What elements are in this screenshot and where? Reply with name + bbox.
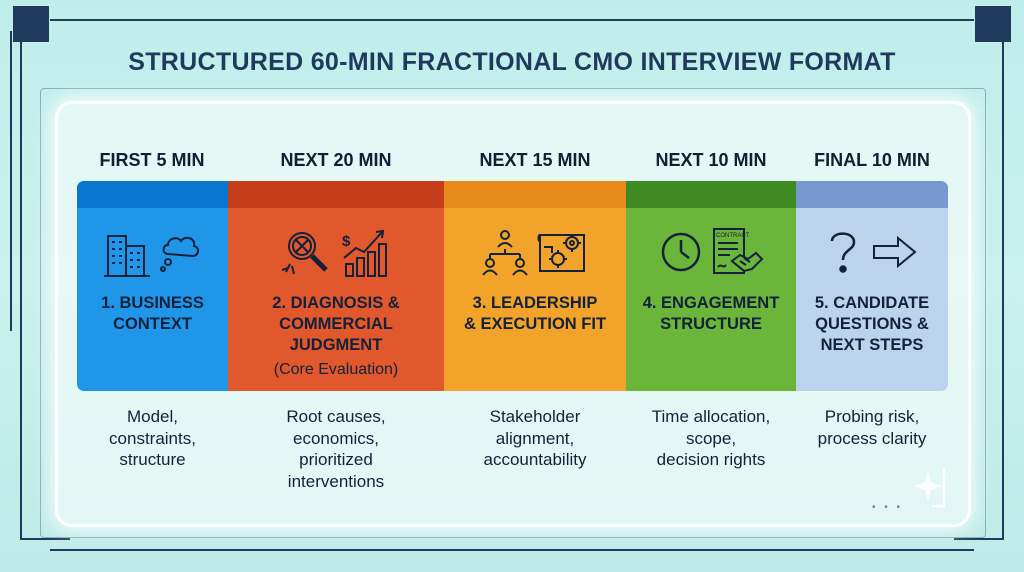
blueprint-gear-icon bbox=[537, 234, 585, 272]
step-title-3: 3. LEADERSHIP & EXECUTION FIT bbox=[463, 294, 607, 333]
card-strip bbox=[228, 181, 444, 208]
card-strip bbox=[444, 181, 626, 208]
sparkle-icon bbox=[914, 468, 946, 508]
contract-text: CONTRACT bbox=[716, 233, 750, 239]
frame-bottom-line-3 bbox=[954, 538, 1004, 540]
step-card-diagnosis: $ 2. DIAGNOSIS & COMMERCIAL JUDGMENT (Co… bbox=[228, 181, 444, 391]
card-icons bbox=[444, 223, 626, 281]
team-hierarchy-icon bbox=[482, 230, 528, 276]
thought-cloud-icon bbox=[159, 236, 199, 272]
frame-top-line-inner bbox=[10, 31, 12, 331]
frame-right-line bbox=[1002, 40, 1004, 538]
step-desc-4: Time allocation, scope, decision rights bbox=[651, 407, 771, 469]
svg-text:$: $ bbox=[342, 233, 351, 250]
dot-decoration: • • • bbox=[872, 502, 904, 513]
step-title-5: 5. CANDIDATE QUESTIONS & NEXT STEPS bbox=[814, 294, 930, 354]
time-header-4: NEXT 10 MIN bbox=[655, 150, 767, 170]
magnifier-icon bbox=[282, 232, 328, 275]
time-header-1: FIRST 5 MIN bbox=[99, 150, 205, 170]
page-title: STRUCTURED 60-MIN FRACTIONAL CMO INTERVI… bbox=[128, 48, 896, 76]
step-title-2: 2. DIAGNOSIS & COMMERCIAL JUDGMENT (Core… bbox=[228, 293, 444, 380]
time-header-2: NEXT 20 MIN bbox=[280, 150, 392, 170]
step-title-1: 1. BUSINESS CONTEXT bbox=[101, 294, 204, 333]
step-desc-5: Probing risk, process clarity bbox=[817, 407, 927, 448]
clock-icon bbox=[661, 232, 701, 272]
frame-inner-border bbox=[40, 88, 986, 538]
card-icons bbox=[77, 223, 228, 281]
frame-bottom-line bbox=[50, 549, 974, 551]
corner-top-right bbox=[975, 6, 1011, 42]
growth-chart-icon: $ bbox=[342, 229, 387, 277]
step-card-leadership: 3. LEADERSHIP & EXECUTION FIT bbox=[444, 181, 626, 391]
building-icon bbox=[103, 235, 150, 277]
card-icons bbox=[796, 223, 948, 281]
step-title-4: 4. ENGAGEMENT STRUCTURE bbox=[642, 294, 780, 333]
step-desc-1: Model, constraints, structure bbox=[109, 407, 196, 469]
card-icons: $ bbox=[228, 223, 444, 281]
time-header-3: NEXT 15 MIN bbox=[479, 150, 591, 170]
card-icons: CONTRACT bbox=[626, 223, 796, 281]
corner-top-left bbox=[13, 6, 49, 42]
frame-top-line bbox=[50, 19, 974, 21]
card-strip bbox=[77, 181, 228, 208]
step-card-business-context: 1. BUSINESS CONTEXT bbox=[77, 181, 228, 391]
arrow-right-icon bbox=[873, 235, 917, 269]
card-strip bbox=[626, 181, 796, 208]
step-desc-3: Stakeholder alignment, accountability bbox=[483, 407, 587, 469]
contract-handshake-icon: CONTRACT bbox=[713, 228, 764, 274]
frame-bottom-line-2 bbox=[20, 538, 70, 540]
frame-left-line bbox=[20, 40, 22, 538]
card-strip bbox=[796, 181, 948, 208]
question-mark-icon bbox=[830, 232, 856, 273]
step-card-candidate-questions: 5. CANDIDATE QUESTIONS & NEXT STEPS bbox=[796, 181, 948, 391]
step-desc-2: Root causes, economics, prioritized inte… bbox=[286, 407, 386, 491]
core-evaluation-note: (Core Evaluation) bbox=[273, 361, 399, 378]
time-header-5: FINAL 10 MIN bbox=[814, 150, 930, 170]
step-card-engagement: CONTRACT 4. ENGAGEMENT STRUCTURE bbox=[626, 181, 796, 391]
